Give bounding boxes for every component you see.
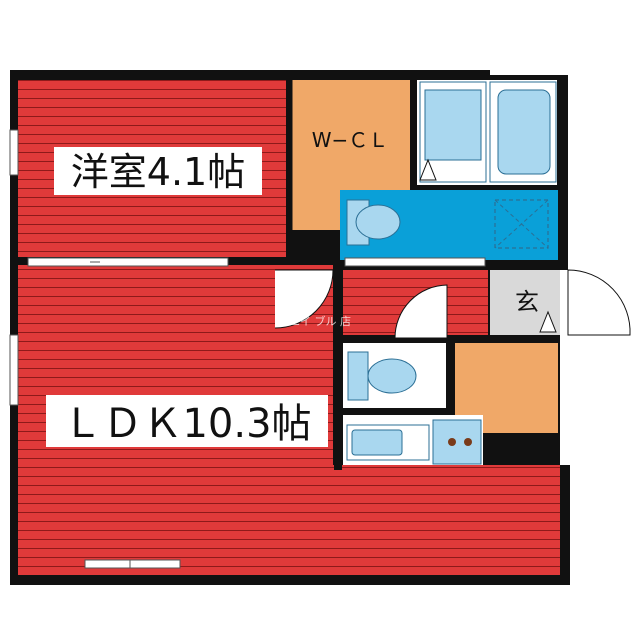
entrance-label: 玄 xyxy=(515,288,539,316)
western-room-label-bg xyxy=(54,147,262,195)
toilet-tank xyxy=(347,351,369,401)
bathtub-basin xyxy=(497,89,551,175)
door-swing-hall xyxy=(274,269,334,329)
wcl-label: W−ＣＬ xyxy=(312,128,389,152)
washbasin-bowl xyxy=(424,89,482,161)
entrance-step-mark xyxy=(539,310,557,333)
stove-burner xyxy=(448,438,456,446)
stove xyxy=(432,419,482,465)
sliding-door xyxy=(27,257,229,267)
door-swing-entrance xyxy=(567,269,631,336)
western-room-label: 洋室4.1帖 xyxy=(71,150,245,194)
ldk-label-bg xyxy=(46,395,328,447)
door-swing-toilet xyxy=(394,284,448,339)
ldk-label: ＬＤＫ10.3帖 xyxy=(62,401,311,447)
floor-drain-cross xyxy=(494,199,549,249)
toilet-bowl xyxy=(367,358,417,394)
washbasin-door-mark xyxy=(419,158,437,181)
window-west-lower xyxy=(9,334,19,406)
bath-sliding-door xyxy=(344,257,486,267)
window-west-upper xyxy=(9,129,19,176)
window-south xyxy=(84,559,181,569)
stove-burner xyxy=(464,438,472,446)
kitchen-sink-basin xyxy=(351,429,403,456)
watermark: エイ ブル 店 xyxy=(289,314,351,328)
floor-drain-box xyxy=(494,199,549,249)
shower-toilet-bowl xyxy=(355,204,401,240)
